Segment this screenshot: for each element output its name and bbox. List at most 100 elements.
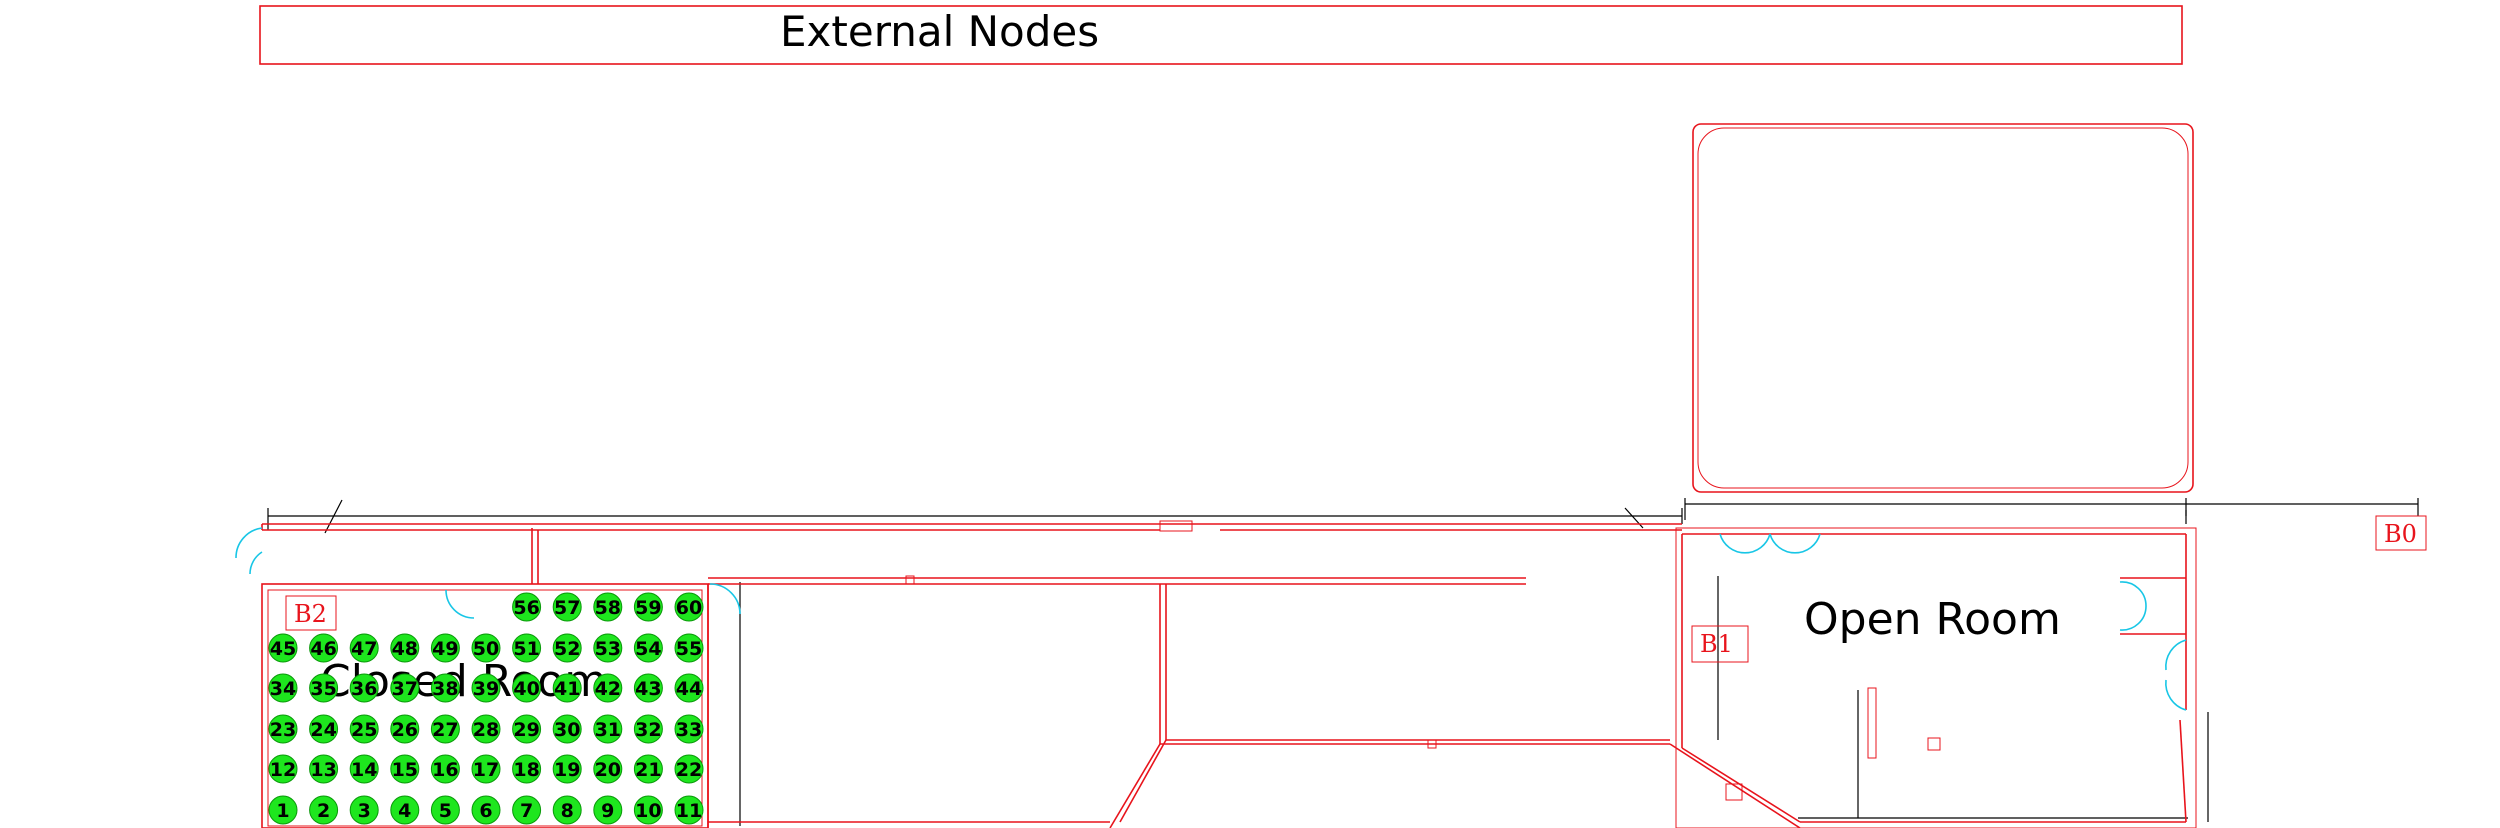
sensor-node[interactable]: 37: [390, 673, 420, 703]
sensor-node[interactable]: 39: [471, 673, 501, 703]
sensor-node-label: 9: [601, 800, 614, 822]
sensor-node[interactable]: 17: [471, 754, 501, 784]
sensor-node[interactable]: 47: [349, 633, 379, 663]
sensor-node[interactable]: 55: [674, 633, 704, 663]
sensor-node[interactable]: 52: [552, 633, 582, 663]
sensor-node[interactable]: 14: [349, 754, 379, 784]
sensor-node-marker: [552, 633, 582, 663]
beacon-box: [2375, 515, 2427, 551]
sensor-node[interactable]: 13: [309, 754, 339, 784]
sensor-node-marker: [633, 754, 663, 784]
sensor-node[interactable]: 12: [268, 754, 298, 784]
door-swing-icon: [709, 583, 741, 615]
sensor-node[interactable]: 9: [593, 795, 623, 825]
beacon-b0[interactable]: B0: [2375, 515, 2427, 551]
sensor-node[interactable]: 26: [390, 714, 420, 744]
sensor-node[interactable]: 34: [268, 673, 298, 703]
sensor-node[interactable]: 30: [552, 714, 582, 744]
sensor-node[interactable]: 28: [471, 714, 501, 744]
beacon-box: [285, 595, 337, 631]
sensor-node-marker: [390, 673, 420, 703]
sensor-node[interactable]: 32: [633, 714, 663, 744]
beacon-b2[interactable]: B2: [285, 595, 337, 631]
sensor-node[interactable]: 53: [593, 633, 623, 663]
sensor-node[interactable]: 20: [593, 754, 623, 784]
sensor-node[interactable]: 6: [471, 795, 501, 825]
sensor-node[interactable]: 19: [552, 754, 582, 784]
sensor-node-marker: [633, 795, 663, 825]
external-nodes-box: [259, 5, 2183, 65]
sensor-node[interactable]: 2: [309, 795, 339, 825]
sensor-node-label: 50: [473, 638, 499, 660]
sensor-node[interactable]: 46: [309, 633, 339, 663]
sensor-node[interactable]: 50: [471, 633, 501, 663]
sensor-node[interactable]: 59: [633, 592, 663, 622]
sensor-node-label: 14: [351, 759, 377, 781]
sensor-node[interactable]: 58: [593, 592, 623, 622]
sensor-node[interactable]: 25: [349, 714, 379, 744]
sensor-node[interactable]: 35: [309, 673, 339, 703]
sensor-node-label: 31: [595, 719, 621, 741]
sensor-node[interactable]: 15: [390, 754, 420, 784]
building-walls: [261, 520, 2197, 828]
sensor-node[interactable]: 16: [430, 754, 460, 784]
sensor-node[interactable]: 56: [512, 592, 542, 622]
sensor-node-marker: [309, 673, 339, 703]
sensor-node-label: 7: [520, 800, 533, 822]
sensor-node[interactable]: 4: [390, 795, 420, 825]
sensor-node-marker: [349, 633, 379, 663]
sensor-node[interactable]: 45: [268, 633, 298, 663]
sensor-node[interactable]: 42: [593, 673, 623, 703]
sensor-node[interactable]: 31: [593, 714, 623, 744]
beacon-label: B1: [1700, 630, 1733, 658]
sensor-node[interactable]: 38: [430, 673, 460, 703]
sensor-node[interactable]: 49: [430, 633, 460, 663]
sensor-node[interactable]: 48: [390, 633, 420, 663]
beacon-label: B2: [294, 600, 327, 628]
sensor-node[interactable]: 36: [349, 673, 379, 703]
sensor-node-label: 16: [432, 759, 458, 781]
sensor-node[interactable]: 29: [512, 714, 542, 744]
sensor-node-marker: [268, 714, 298, 744]
sensor-node-label: 42: [595, 678, 621, 700]
sensor-node[interactable]: 44: [674, 673, 704, 703]
sensor-node-marker: [552, 714, 582, 744]
sensor-node[interactable]: 22: [674, 754, 704, 784]
sensor-node-marker: [512, 714, 542, 744]
sensor-node[interactable]: 7: [512, 795, 542, 825]
sensor-node-label: 46: [310, 638, 336, 660]
sensor-node[interactable]: 54: [633, 633, 663, 663]
sensor-node[interactable]: 27: [430, 714, 460, 744]
door-swing-icon: [2119, 605, 2147, 631]
sensor-node[interactable]: 5: [430, 795, 460, 825]
beacon-b1[interactable]: B1: [1691, 625, 1749, 663]
sensor-node[interactable]: 21: [633, 754, 663, 784]
sensor-node[interactable]: 24: [309, 714, 339, 744]
sensor-node[interactable]: 57: [552, 592, 582, 622]
dimension-lines: [267, 498, 2419, 826]
sensor-node-label: 3: [358, 800, 371, 822]
sensor-node-marker: [633, 714, 663, 744]
sensor-node[interactable]: 3: [349, 795, 379, 825]
sensor-node[interactable]: 60: [674, 592, 704, 622]
sensor-node[interactable]: 1: [268, 795, 298, 825]
sensor-node[interactable]: 11: [674, 795, 704, 825]
door-swing-icon: [249, 551, 263, 575]
sensor-node-label: 32: [635, 719, 661, 741]
sensor-node[interactable]: 10: [633, 795, 663, 825]
door-swing-icon: [235, 527, 263, 559]
sensor-node-marker: [471, 754, 501, 784]
external-nodes-panel[interactable]: External Nodes: [259, 5, 2183, 65]
sensor-node[interactable]: 18: [512, 754, 542, 784]
sensor-node-label: 30: [554, 719, 580, 741]
sensor-node[interactable]: 43: [633, 673, 663, 703]
sensor-node[interactable]: 41: [552, 673, 582, 703]
sensor-node[interactable]: 33: [674, 714, 704, 744]
sensor-node-marker: [593, 592, 623, 622]
sensor-node[interactable]: 40: [512, 673, 542, 703]
sensor-node[interactable]: 51: [512, 633, 542, 663]
sensor-node-marker: [349, 754, 379, 784]
sensor-node[interactable]: 23: [268, 714, 298, 744]
sensor-node[interactable]: 8: [552, 795, 582, 825]
